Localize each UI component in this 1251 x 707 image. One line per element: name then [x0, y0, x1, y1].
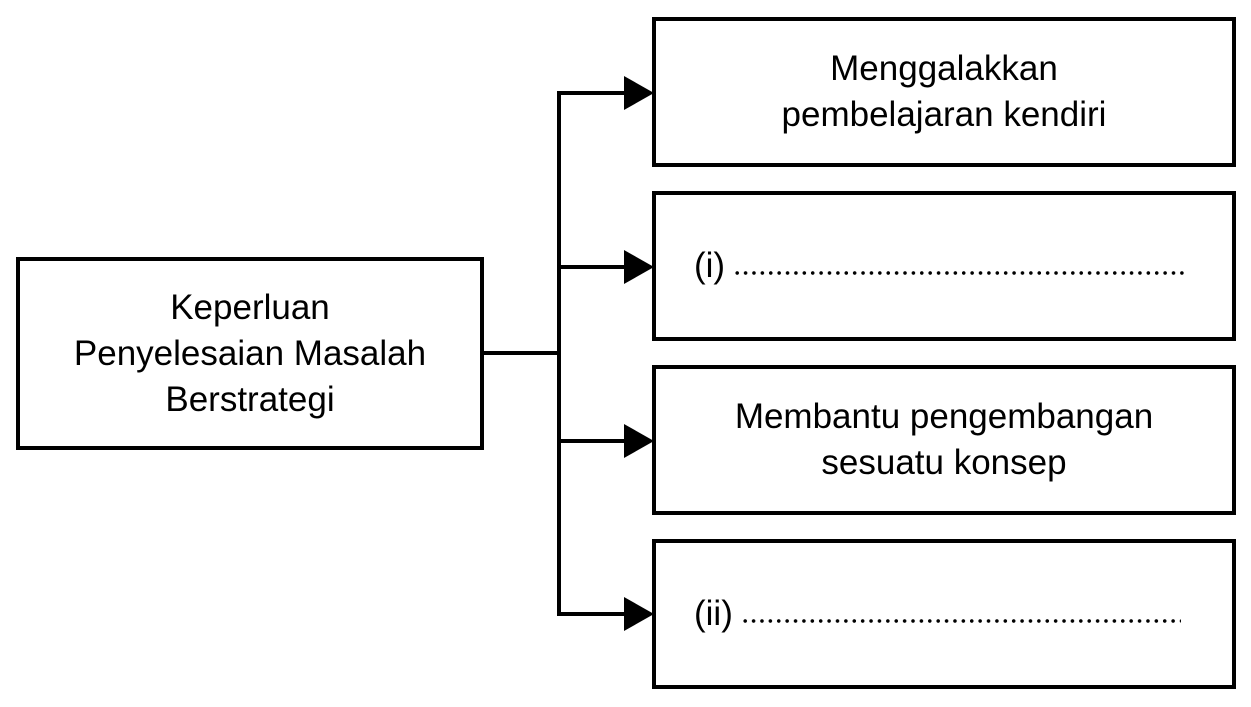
blank-label-i: (i): [694, 246, 726, 285]
answer-blank-i[interactable]: [733, 268, 1186, 278]
target-box-2: (i): [652, 191, 1236, 341]
blank-label-ii: (ii): [694, 594, 733, 633]
target-box-3: Membantu pengembangan sesuatu konsep: [652, 365, 1236, 515]
arrowhead-4: [624, 597, 654, 631]
arrowhead-3: [624, 424, 654, 458]
target-line: Membantu pengembangan: [734, 397, 1154, 436]
target-box-1: Menggalakkan pembelajaran kendiri: [652, 17, 1236, 167]
target-box-4: (ii): [652, 539, 1236, 689]
target-text-1: Menggalakkan pembelajaran kendiri: [782, 46, 1107, 138]
arrowhead-1: [624, 76, 654, 110]
source-box: Keperluan Penyelesaian Masalah Berstrate…: [16, 257, 484, 450]
source-text: Keperluan Penyelesaian Masalah Berstrate…: [74, 285, 426, 423]
answer-blank-ii[interactable]: [740, 616, 1181, 626]
source-line: Keperluan: [170, 287, 330, 327]
target-line: sesuatu konsep: [821, 443, 1067, 482]
target-line: pembelajaran kendiri: [781, 95, 1107, 134]
arrowhead-2: [624, 250, 654, 284]
source-line: Berstrategi: [165, 379, 335, 419]
source-line: Penyelesaian Masalah: [73, 333, 427, 373]
target-text-3: Membantu pengembangan sesuatu konsep: [735, 394, 1153, 486]
target-line: Menggalakkan: [830, 49, 1058, 88]
